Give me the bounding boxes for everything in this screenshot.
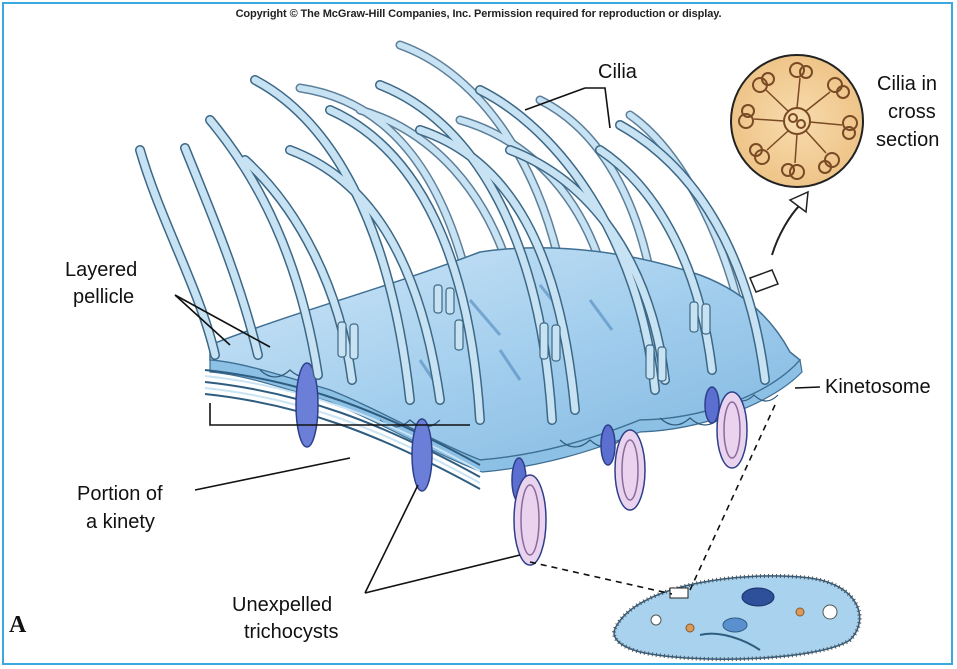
label-trichocysts-2: trichocysts: [244, 620, 338, 645]
paramecium-inset: [614, 576, 860, 659]
label-kinety-2: a kinety: [86, 510, 155, 535]
cut-marker: [750, 192, 808, 292]
panel-letter: A: [9, 612, 26, 639]
label-kinetosome: Kinetosome: [825, 375, 931, 400]
label-cross-section-3: section: [876, 128, 939, 153]
label-cross-section-2: cross: [888, 100, 936, 125]
label-layered-pellicle-2: pellicle: [73, 285, 134, 310]
label-kinety-1: Portion of: [77, 482, 163, 507]
label-cilia: Cilia: [598, 60, 637, 85]
label-trichocysts-1: Unexpelled: [232, 593, 332, 618]
cilia-cross-section: [731, 55, 863, 187]
label-cross-section-1: Cilia in: [877, 72, 937, 97]
label-layered-pellicle-1: Layered: [65, 258, 137, 283]
